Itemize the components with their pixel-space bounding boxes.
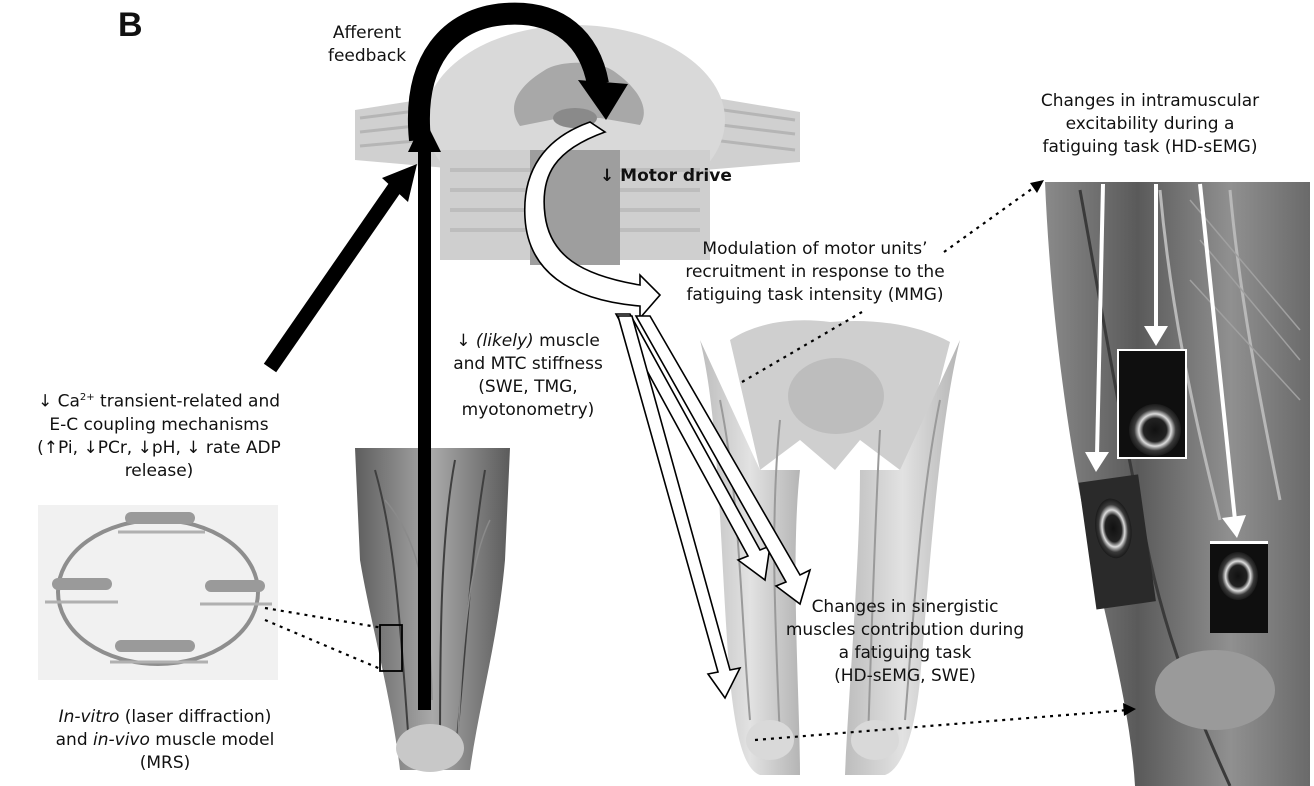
synergistic-line4: (HD-sEMG, SWE)	[760, 665, 1050, 688]
modulation-label: Modulation of motor units’ recruitment i…	[655, 238, 975, 307]
invitro-italic: In-vitro	[59, 707, 120, 727]
invitro-rest: (laser diffraction)	[119, 707, 271, 727]
calcium-line1-rest: transient-related and	[95, 392, 280, 412]
invitro-line1: In-vitro (laser diffraction)	[30, 706, 300, 729]
stiffness-line3: (SWE, TMG,	[438, 376, 618, 399]
calcium-label: ↓ Ca2+ transient-related and E-C couplin…	[0, 386, 318, 483]
calcium-line2: E-C coupling mechanisms	[0, 414, 318, 437]
modulation-line2: recruitment in response to the	[655, 261, 975, 284]
calcium-prefix: ↓ Ca	[38, 392, 80, 412]
lower-leg-illustration	[355, 448, 510, 772]
panel-letter: B	[118, 6, 143, 45]
afferent-line2: feedback	[312, 45, 422, 68]
calcium-line1: ↓ Ca2+ transient-related and	[0, 386, 318, 414]
modulation-line3: fatiguing task intensity (MMG)	[655, 284, 975, 307]
invivo-line2: and in-vivo muscle model	[30, 729, 300, 752]
stiffness-arrow: ↓	[456, 331, 476, 351]
stiffness-line2: and MTC stiffness	[438, 353, 618, 376]
synergistic-label: Changes in sinergistic muscles contribut…	[760, 596, 1050, 688]
intramuscular-label: Changes in intramuscular excitability du…	[1000, 90, 1300, 159]
invitro-invivo-label: In-vitro (laser diffraction) and in-vivo…	[30, 706, 300, 775]
modulation-line1: Modulation of motor units’	[655, 238, 975, 261]
synergistic-line1: Changes in sinergistic	[760, 596, 1050, 619]
invivo-italic: in-vivo	[93, 730, 150, 750]
ultrasound-image-bottom	[1210, 541, 1268, 633]
synergistic-line2: muscles contribution during	[760, 619, 1050, 642]
stiffness-line1: ↓ (likely) muscle	[438, 330, 618, 353]
stiffness-likely: (likely)	[476, 331, 534, 351]
pelvis-thighs-illustration	[700, 320, 960, 775]
dotted-arrowhead-intramuscular	[1030, 180, 1044, 193]
invivo-prefix: and	[56, 730, 93, 750]
intramuscular-line2: excitability during a	[1000, 113, 1300, 136]
invivo-rest: muscle model	[150, 730, 274, 750]
afferent-feedback-label: Afferent feedback	[312, 22, 422, 68]
invivo-line3: (MRS)	[30, 752, 300, 775]
ultrasound-image-top	[1118, 350, 1186, 458]
intramuscular-line1: Changes in intramuscular	[1000, 90, 1300, 113]
calcium-line4: release)	[0, 460, 318, 483]
stiffness-label: ↓ (likely) muscle and MTC stiffness (SWE…	[438, 330, 618, 422]
calcium-superscript: 2+	[80, 392, 95, 403]
synergistic-line3: a fatiguing task	[760, 642, 1050, 665]
motor-drive-label: ↓ Motor drive	[600, 166, 732, 186]
calcium-line3: (↑Pi, ↓PCr, ↓pH, ↓ rate ADP	[0, 437, 318, 460]
crossbridge-cycle-diagram	[38, 505, 278, 680]
stiffness-line1-rest: muscle	[534, 331, 600, 351]
afferent-line1: Afferent	[312, 22, 422, 45]
stiffness-line4: myotonometry)	[438, 399, 618, 422]
intramuscular-line3: fatiguing task (HD-sEMG)	[1000, 136, 1300, 159]
